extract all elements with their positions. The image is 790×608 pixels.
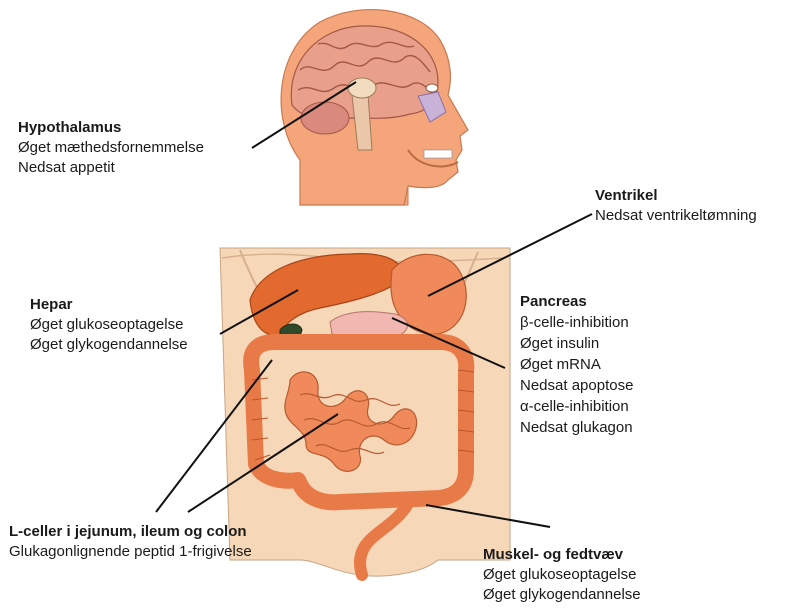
hepar-title: Hepar	[30, 295, 188, 315]
ventrikel-title: Ventrikel	[595, 186, 757, 206]
hepar-effect-1: Øget glukoseoptagelse	[30, 315, 188, 335]
muskel-effect-1: Øget glukoseoptagelse	[483, 565, 641, 585]
muskel-effect-2: Øget glykogendannelse	[483, 585, 641, 605]
hypothalamus-title: Hypothalamus	[18, 118, 204, 138]
ventrikel-label: Ventrikel Nedsat ventrikeltømning	[595, 186, 757, 226]
hepar-label: Hepar Øget glukoseoptagelse Øget glykoge…	[30, 295, 188, 355]
pancreas-label: Pancreas β-celle-inhibition Øget insulin…	[520, 291, 633, 438]
pancreas-effect-2: Øget insulin	[520, 333, 633, 354]
hepar-effect-2: Øget glykogendannelse	[30, 335, 188, 355]
muskel-label: Muskel- og fedtvæv Øget glukoseoptagelse…	[483, 545, 641, 605]
cerebellum	[301, 102, 349, 134]
pancreas-title: Pancreas	[520, 291, 633, 312]
pancreas-effect-4: Nedsat apoptose	[520, 375, 633, 396]
head-illustration	[281, 10, 468, 205]
pancreas-effect-1: β-celle-inhibition	[520, 312, 633, 333]
pancreas-effect-6: Nedsat glukagon	[520, 417, 633, 438]
ventrikel-effect-1: Nedsat ventrikeltømning	[595, 206, 757, 226]
abdomen-illustration	[220, 248, 510, 576]
hypothalamus-effect-1: Øget mæthedsfornemmelse	[18, 138, 204, 158]
muskel-title: Muskel- og fedtvæv	[483, 545, 641, 565]
lceller-title: L-celler i jejunum, ileum og colon	[9, 522, 252, 542]
lceller-effect-1: Glukagonlignende peptid 1-frigivelse	[9, 542, 252, 562]
thalamus	[348, 78, 376, 98]
hypothalamus-label: Hypothalamus Øget mæthedsfornemmelse Ned…	[18, 118, 204, 178]
pancreas-effect-3: Øget mRNA	[520, 354, 633, 375]
lceller-label: L-celler i jejunum, ileum og colon Gluka…	[9, 522, 252, 562]
hypothalamus-effect-2: Nedsat appetit	[18, 158, 204, 178]
pancreas-effect-5: α-celle-inhibition	[520, 396, 633, 417]
